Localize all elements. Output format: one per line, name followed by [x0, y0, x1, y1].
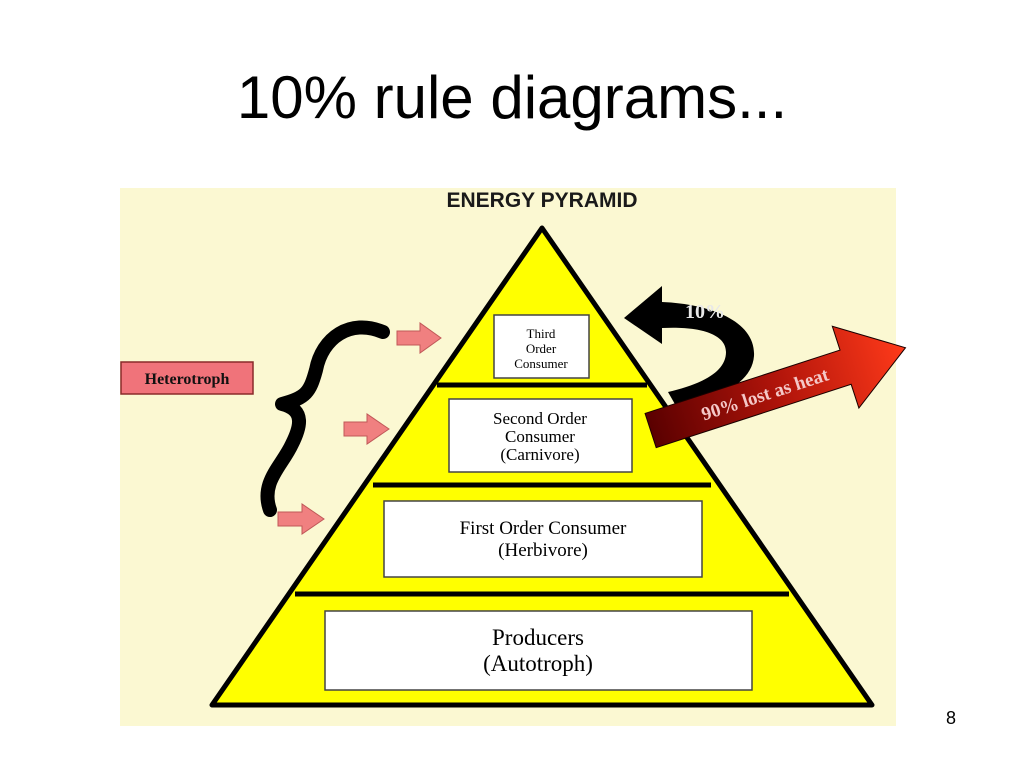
curly-brace: [260, 320, 390, 517]
level-text: Second Order: [493, 409, 587, 428]
level-text: First Order Consumer: [460, 518, 627, 539]
side-label-box: [120, 361, 254, 395]
slide-title: 10% rule diagrams...: [236, 64, 788, 131]
level-text: Consumer: [514, 356, 568, 371]
level-text: Consumer: [505, 427, 575, 446]
transfer-label: 10%: [685, 301, 725, 323]
side-label-text: Heterotroph: [145, 371, 230, 388]
level-box: [448, 398, 633, 473]
slide-number: 8: [946, 708, 957, 728]
level-first-order-consumer: First Order Consumer (Herbivore): [383, 500, 703, 578]
diagram-heading: ENERGY PYRAMID: [447, 189, 638, 212]
level-text: (Herbivore): [498, 540, 588, 561]
heat-arrow-icon: [644, 325, 907, 449]
pointer-arrow-icon: [343, 413, 390, 445]
level-text: (Carnivore): [500, 445, 579, 464]
pointer-arrows: [277, 322, 442, 535]
level-box: [383, 500, 703, 578]
pointer-arrow-icon: [396, 322, 442, 354]
curved-arrow-icon: [624, 286, 755, 406]
heterotroph-label: Heterotroph: [120, 361, 254, 395]
level-producers: Producers (Autotroph): [324, 610, 753, 691]
level-box: [324, 610, 753, 691]
level-text: Order: [526, 341, 557, 356]
level-third-order-consumer: Third Order Consumer: [493, 314, 590, 379]
pointer-arrow-icon: [277, 503, 325, 535]
level-text: (Autotroph): [483, 651, 593, 676]
level-text: Third: [527, 326, 556, 341]
level-text: Producers: [492, 625, 584, 650]
level-second-order-consumer: Second Order Consumer (Carnivore): [448, 398, 633, 473]
level-box: [493, 314, 590, 379]
